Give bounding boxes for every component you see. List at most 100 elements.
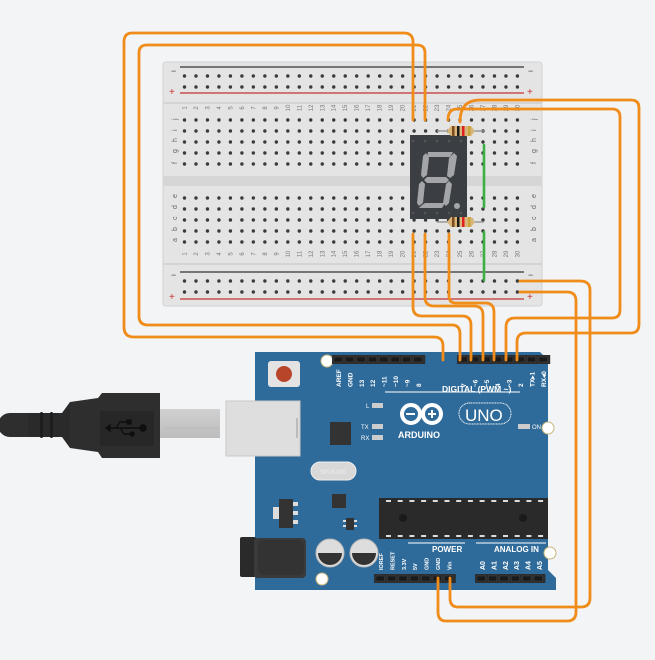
breadboard-hole[interactable] — [435, 279, 439, 283]
breadboard-hole[interactable] — [343, 290, 347, 294]
breadboard-hole[interactable] — [515, 240, 520, 244]
breadboard-hole[interactable] — [309, 207, 313, 211]
breadboard-hole[interactable] — [240, 290, 244, 294]
breadboard-hole[interactable] — [492, 74, 497, 78]
breadboard-hole[interactable] — [515, 207, 520, 211]
breadboard-hole[interactable] — [240, 140, 244, 144]
breadboard-hole[interactable] — [332, 196, 336, 200]
breadboard-hole[interactable] — [355, 129, 359, 133]
breadboard-hole[interactable] — [182, 240, 187, 244]
breadboard-hole[interactable] — [377, 290, 382, 294]
breadboard-hole[interactable] — [458, 290, 462, 294]
wire-pin8[interactable] — [122, 31, 445, 362]
breadboard-hole[interactable] — [515, 151, 520, 155]
breadboard-hole[interactable] — [286, 240, 290, 244]
breadboard-hole[interactable] — [205, 162, 210, 166]
breadboard-hole[interactable] — [297, 290, 301, 294]
breadboard-hole[interactable] — [194, 279, 198, 283]
breadboard-hole[interactable] — [297, 151, 301, 155]
breadboard-hole[interactable] — [481, 74, 485, 78]
breadboard-hole[interactable] — [205, 151, 210, 155]
breadboard-hole[interactable] — [481, 218, 485, 222]
breadboard-hole[interactable] — [309, 129, 313, 133]
breadboard-hole[interactable] — [217, 218, 221, 222]
breadboard-hole[interactable] — [458, 74, 462, 78]
breadboard-hole[interactable] — [217, 85, 221, 89]
breadboard-hole[interactable] — [504, 129, 508, 133]
breadboard-hole[interactable] — [389, 279, 393, 283]
breadboard-hole[interactable] — [504, 240, 508, 244]
breadboard-hole[interactable] — [446, 85, 451, 89]
breadboard-hole[interactable] — [355, 279, 359, 283]
breadboard-hole[interactable] — [343, 129, 347, 133]
breadboard-hole[interactable] — [515, 118, 520, 122]
breadboard-hole[interactable] — [182, 162, 187, 166]
breadboard-hole[interactable] — [366, 85, 370, 89]
power-pin-socket[interactable] — [444, 575, 454, 582]
breadboard-hole[interactable] — [332, 207, 336, 211]
breadboard-hole[interactable] — [469, 279, 474, 283]
breadboard-hole[interactable] — [492, 207, 497, 211]
breadboard-hole[interactable] — [182, 74, 187, 78]
digital-pin-socket[interactable] — [538, 356, 548, 363]
breadboard-hole[interactable] — [492, 140, 497, 144]
breadboard-hole[interactable] — [400, 207, 405, 211]
breadboard-hole[interactable] — [435, 85, 439, 89]
breadboard-hole[interactable] — [355, 218, 359, 222]
resistor-r1[interactable] — [437, 126, 484, 136]
breadboard-hole[interactable] — [297, 207, 301, 211]
breadboard-hole[interactable] — [332, 162, 336, 166]
breadboard-hole[interactable] — [251, 196, 256, 200]
breadboard-hole[interactable] — [182, 140, 187, 144]
breadboard-hole[interactable] — [400, 74, 405, 78]
breadboard-hole[interactable] — [194, 151, 198, 155]
breadboard-hole[interactable] — [194, 229, 198, 233]
breadboard-hole[interactable] — [263, 196, 267, 200]
breadboard-hole[interactable] — [435, 218, 439, 222]
breadboard-hole[interactable] — [217, 74, 221, 78]
breadboard-hole[interactable] — [228, 229, 233, 233]
breadboard-hole[interactable] — [366, 118, 370, 122]
breadboard-hole[interactable] — [309, 229, 313, 233]
signal-wires[interactable] — [122, 31, 641, 623]
breadboard-hole[interactable] — [377, 151, 382, 155]
analog-pin-socket[interactable] — [488, 575, 498, 582]
breadboard-hole[interactable] — [320, 74, 324, 78]
breadboard-hole[interactable] — [504, 229, 508, 233]
digital-pin-socket[interactable] — [345, 356, 355, 363]
breadboard-hole[interactable] — [182, 290, 187, 294]
breadboard-hole[interactable] — [251, 140, 256, 144]
breadboard-hole[interactable] — [458, 240, 462, 244]
breadboard-hole[interactable] — [400, 196, 405, 200]
breadboard-hole[interactable] — [492, 218, 497, 222]
breadboard-hole[interactable] — [251, 85, 256, 89]
breadboard-hole[interactable] — [377, 129, 382, 133]
breadboard-hole[interactable] — [515, 74, 520, 78]
power-pin-socket[interactable] — [421, 575, 431, 582]
breadboard-hole[interactable] — [205, 229, 210, 233]
breadboard-hole[interactable] — [389, 129, 393, 133]
breadboard-hole[interactable] — [309, 240, 313, 244]
breadboard-hole[interactable] — [389, 140, 393, 144]
analog-pin-socket[interactable] — [533, 575, 543, 582]
breadboard-hole[interactable] — [297, 85, 301, 89]
resistor-r2[interactable] — [437, 217, 484, 227]
breadboard-hole[interactable] — [263, 74, 267, 78]
breadboard-hole[interactable] — [343, 229, 347, 233]
breadboard-hole[interactable] — [492, 279, 497, 283]
breadboard-hole[interactable] — [263, 151, 267, 155]
breadboard-hole[interactable] — [263, 140, 267, 144]
breadboard-hole[interactable] — [435, 74, 439, 78]
breadboard-hole[interactable] — [297, 279, 301, 283]
breadboard-hole[interactable] — [194, 140, 198, 144]
breadboard-hole[interactable] — [366, 129, 370, 133]
breadboard-hole[interactable] — [263, 129, 267, 133]
breadboard-hole[interactable] — [355, 162, 359, 166]
breadboard-hole[interactable] — [205, 85, 210, 89]
breadboard-hole[interactable] — [274, 279, 279, 283]
breadboard-hole[interactable] — [332, 129, 336, 133]
breadboard-hole[interactable] — [389, 240, 393, 244]
breadboard-hole[interactable] — [366, 162, 370, 166]
